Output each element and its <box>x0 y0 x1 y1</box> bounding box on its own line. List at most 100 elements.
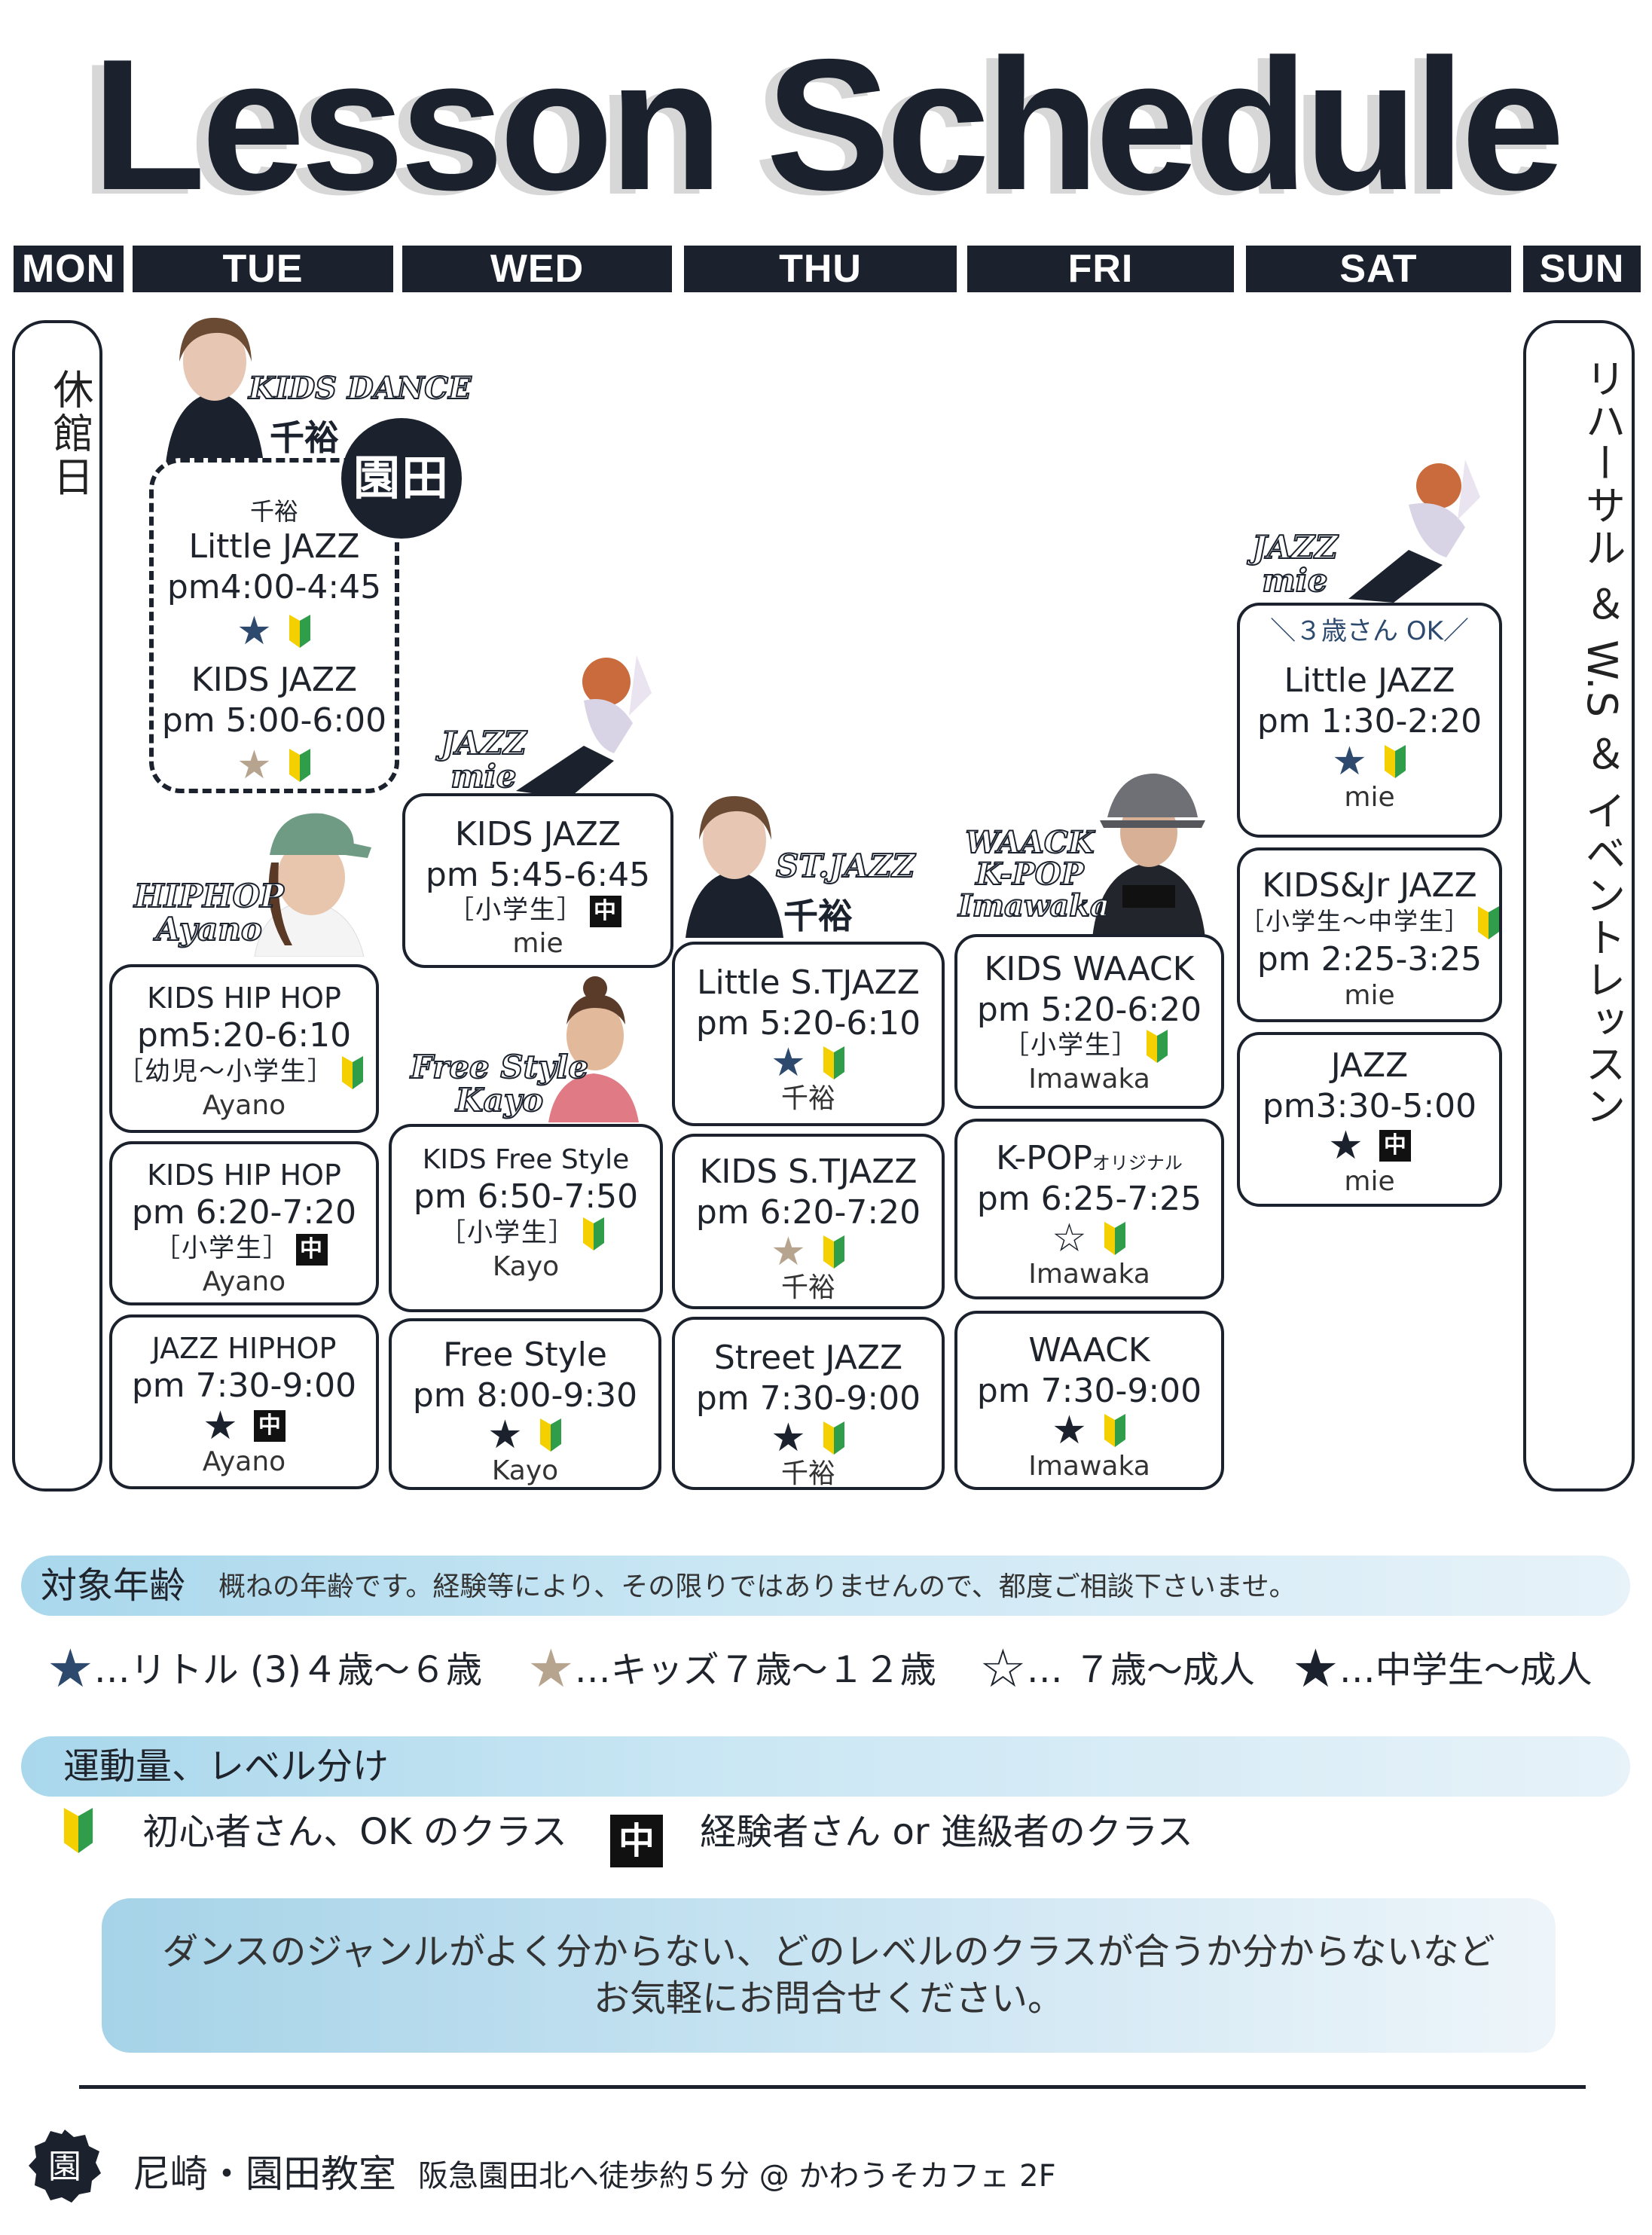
class-name: WAACK <box>1028 1331 1150 1369</box>
beginner-leaf-icon <box>342 1056 363 1090</box>
class-time: pm 5:20-6:20 <box>976 990 1202 1029</box>
contact-notice-line2: お気軽にお問合せください。 <box>593 1977 1064 2020</box>
footer-studio-name: 尼崎・園田教室 <box>133 2152 396 2196</box>
beginner-leaf-icon <box>539 1418 561 1452</box>
class-age: ［小学生］ <box>154 1233 290 1264</box>
beginner-leaf-icon <box>289 748 310 782</box>
studio-badge: 園田 <box>341 418 462 539</box>
beginner-leaf-icon <box>823 1421 844 1455</box>
class-name: KIDS HIP HOP <box>147 1159 341 1192</box>
class-age: ［小学生〜中学生］ <box>1240 906 1471 936</box>
star-dark-icon: ★ <box>1052 1408 1087 1454</box>
class-age: ［幼児〜小学生］ <box>118 1056 334 1087</box>
class-card-tue-little-kids-jazz: 千裕 Little JAZZ pm4:00-4:45 ★ KIDS JAZZ p… <box>149 458 399 793</box>
day-header-mon: MON <box>14 246 124 292</box>
beginner-leaf-icon <box>289 615 310 649</box>
class-instructor: Ayano <box>202 1266 286 1297</box>
star-tan-icon: ★ <box>771 1229 806 1275</box>
class-name: KIDS S.TJAZZ <box>699 1153 918 1191</box>
caption-waack-kpop: WAACK K-POP Imawaka <box>957 825 1110 924</box>
instructor-photo-mie-wed <box>501 648 659 798</box>
class-instructor: 千裕 <box>780 1083 835 1115</box>
instructor-photo-kayo <box>541 972 646 1122</box>
class-card-wed-freestyle: Free Style pm 8:00-9:30 ★ Kayo <box>389 1318 661 1490</box>
instructor-photo-chihiro <box>158 309 271 463</box>
class-card-thu-kids-stjazz: KIDS S.TJAZZ pm 6:20-7:20 ★ 千裕 <box>672 1134 945 1309</box>
beginner-leaf-icon <box>583 1217 604 1250</box>
age-section-title: 対象年齢 <box>41 1565 186 1607</box>
day-header-tue: TUE <box>133 246 393 292</box>
day-header-thu: THU <box>684 246 957 292</box>
caption-jazz-sat: JAZZ mie <box>1251 529 1339 600</box>
age-section-header: 対象年齢 概ねの年齢です。経験等により、その限りではありませんので、都度ご相談下… <box>21 1556 1630 1616</box>
class-age: ［小学生］ <box>440 1217 576 1248</box>
class-instructor: mie <box>1344 781 1395 813</box>
class-name: Little JAZZ <box>188 527 360 566</box>
class-instructor: Ayano <box>202 1090 286 1122</box>
class-instructor: mie <box>1344 980 1395 1012</box>
day-header-sat: SAT <box>1246 246 1511 292</box>
class-instructor: Imawaka <box>1028 1259 1150 1290</box>
star-navy-icon: ★ <box>47 1638 94 1699</box>
class-time: pm 6:20-7:20 <box>131 1193 357 1232</box>
class-time: pm 8:00-9:30 <box>412 1376 638 1415</box>
class-name: JAZZ <box>1330 1046 1409 1085</box>
age-section-note: 概ねの年齢です。経験等により、その限りではありませんので、都度ご相談下さいませ。 <box>218 1571 1296 1602</box>
advanced-level-icon: 中 <box>610 1815 663 1867</box>
advanced-level-icon: 中 <box>590 895 621 927</box>
class-name-suffix: オリジナル <box>1092 1153 1183 1174</box>
studio-seal-icon: 園 <box>27 2128 102 2203</box>
advanced-level-icon: 中 <box>1379 1130 1411 1162</box>
caption-kids-dance-name: 千裕 <box>270 417 339 458</box>
footer-access: 阪急園田北へ徒歩約５分 @ かわうそカフェ 2F <box>418 2159 1056 2194</box>
beginner-leaf-icon <box>1104 1222 1125 1256</box>
class-name: KIDS HIP HOP <box>147 982 341 1015</box>
class-note: ＼３歳さん OK／ <box>1270 616 1469 646</box>
class-instructor: 千裕 <box>249 497 298 526</box>
class-name: Free Style <box>443 1336 607 1374</box>
class-time: pm 1:30-2:20 <box>1257 702 1483 741</box>
class-time: pm 6:25-7:25 <box>976 1179 1202 1218</box>
beginner-leaf-icon <box>1147 1030 1168 1064</box>
class-time: pm5:20-6:10 <box>136 1016 352 1055</box>
beginner-leaf-icon <box>823 1046 844 1080</box>
class-time: pm4:00-4:45 <box>166 567 382 606</box>
day-header-fri: FRI <box>967 246 1234 292</box>
page-title-text: Lesson Schedule <box>91 20 1565 229</box>
age-legend-dark: ★…中学生〜成人 <box>1292 1638 1592 1699</box>
class-card-thu-street-jazz: Street JAZZ pm 7:30-9:00 ★ 千裕 <box>672 1317 945 1490</box>
class-card-sat-little-jazz: ＼３歳さん OK／ Little JAZZ pm 1:30-2:20 ★ mie <box>1237 603 1502 838</box>
caption-st-jazz: ST.JAZZ <box>775 847 916 884</box>
age-legend-outline: ☆… ７歳〜成人 <box>979 1638 1256 1699</box>
caption-hiphop: HIPHOP Ayano <box>133 878 285 948</box>
star-dark-icon: ★ <box>771 1415 806 1461</box>
class-card-fri-kpop: K-POPオリジナル pm 6:25-7:25 ☆ Imawaka <box>954 1119 1224 1299</box>
class-card-fri-kids-waack: KIDS WAACK pm 5:20-6:20 ［小学生］ Imawaka <box>954 934 1224 1109</box>
class-name: KIDS&Jr JAZZ <box>1262 866 1477 905</box>
star-navy-icon: ★ <box>1332 738 1367 784</box>
class-instructor: 千裕 <box>780 1458 835 1490</box>
class-card-thu-little-stjazz: Little S.TJAZZ pm 5:20-6:10 ★ 千裕 <box>672 942 945 1126</box>
class-name: KIDS JAZZ <box>454 815 621 853</box>
age-legend-navy: ★…リトル (3)４歳〜６歳 <box>47 1638 483 1699</box>
class-time: pm 7:30-9:00 <box>695 1379 921 1418</box>
class-name: JAZZ HIPHOP <box>151 1332 337 1365</box>
class-instructor: mie <box>1344 1166 1395 1198</box>
class-age: ［小学生］ <box>448 895 584 926</box>
star-navy-icon: ★ <box>237 609 272 655</box>
beginner-leaf-icon <box>1384 744 1406 778</box>
class-time: pm 6:20-7:20 <box>695 1192 921 1232</box>
day-header-sun: SUN <box>1523 246 1641 292</box>
star-dark-icon: ★ <box>203 1403 238 1449</box>
beginner-leaf-icon <box>823 1235 844 1269</box>
class-time: pm3:30-5:00 <box>1262 1086 1477 1125</box>
class-time: pm 7:30-9:00 <box>131 1366 357 1406</box>
class-time: pm 5:20-6:10 <box>695 1003 921 1043</box>
star-dark-icon: ★ <box>1328 1123 1363 1169</box>
class-card-sat-jazz: JAZZ pm3:30-5:00 ★ 中 mie <box>1237 1032 1502 1207</box>
beginner-leaf-icon <box>1478 905 1500 939</box>
caption-kids-dance: KIDS DANCE <box>248 371 472 406</box>
class-age: ［小学生］ <box>1003 1030 1139 1061</box>
star-outline-icon: ☆ <box>979 1638 1027 1699</box>
class-card-wed-kids-jazz: KIDS JAZZ pm 5:45-6:45 ［小学生］中 mie <box>402 793 673 968</box>
